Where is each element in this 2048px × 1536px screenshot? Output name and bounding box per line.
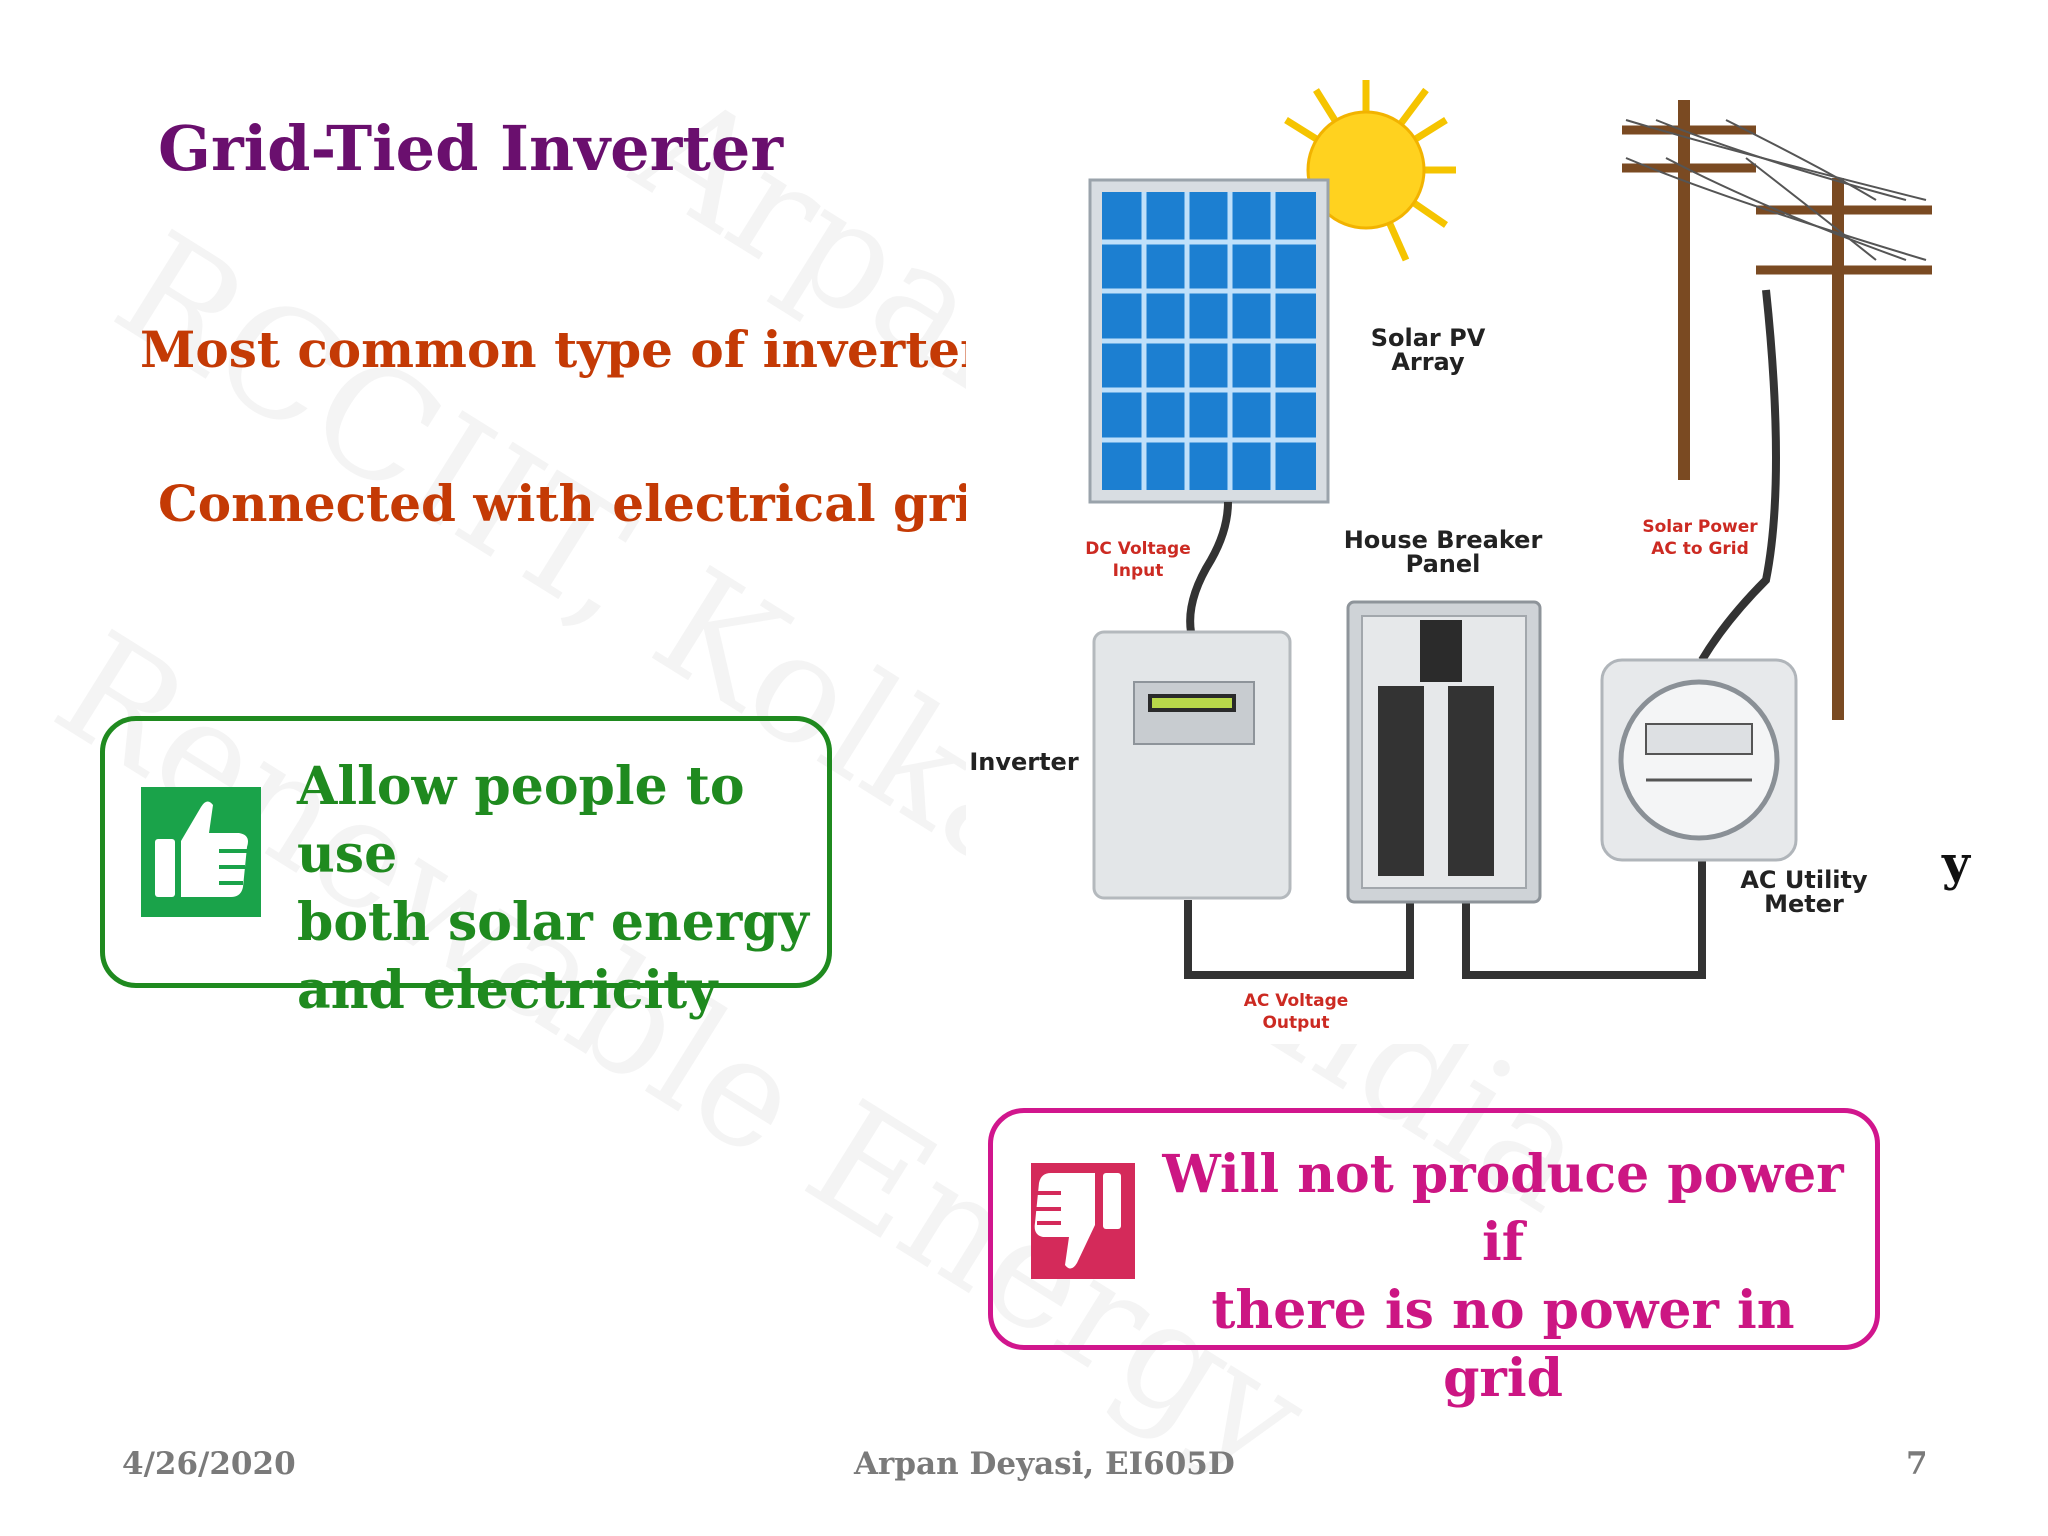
label-ac-voltage-output: AC Voltage — [1244, 991, 1349, 1011]
thumbs-up-icon — [141, 787, 261, 917]
label-house-breaker-panel-2: Panel — [1406, 550, 1481, 578]
label-ac-voltage-output-2: Output — [1262, 1013, 1329, 1033]
label-dc-voltage-input: DC Voltage — [1085, 539, 1191, 559]
footer-page-number: 7 — [1906, 1446, 1928, 1482]
label-ac-utility-meter-2: Meter — [1764, 890, 1844, 918]
stray-text: y — [1942, 836, 1970, 892]
label-solar-power-to-grid: Solar Power — [1642, 517, 1758, 537]
inverter-box — [1092, 630, 1292, 900]
label-solar-pv-array-2: Array — [1391, 348, 1465, 376]
wiring — [1184, 289, 1780, 979]
label-solar-power-to-grid-2: AC to Grid — [1651, 539, 1749, 559]
breaker-panel — [1346, 600, 1542, 904]
solar-panel — [1088, 178, 1330, 504]
label-inverter: Inverter — [969, 748, 1079, 776]
label-ac-utility-meter: AC Utility — [1740, 866, 1868, 894]
utility-poles — [1622, 100, 1932, 720]
footer-author: Arpan Deyasi, EI605D — [854, 1446, 1235, 1482]
bullet-common-type: Most common type of inverter — [140, 320, 987, 379]
slide-title: Grid-Tied Inverter — [158, 112, 784, 185]
label-solar-pv-array: Solar PV — [1371, 324, 1486, 352]
advantage-box: Allow people to use both solar energy an… — [100, 716, 832, 1021]
thumbs-down-icon — [1031, 1163, 1135, 1279]
label-dc-voltage-input-2: Input — [1113, 561, 1164, 581]
footer-date: 4/26/2020 — [122, 1446, 296, 1482]
advantage-text: Allow people to use both solar energy an… — [297, 753, 827, 1025]
disadvantage-line-1: Will not produce power if — [1162, 1144, 1844, 1273]
advantage-line-1: Allow people to use — [297, 756, 745, 885]
grid-tied-system-diagram: Solar PV Array House Breaker Panel Inver… — [966, 60, 1960, 1044]
label-house-breaker-panel: House Breaker — [1344, 526, 1543, 554]
advantage-line-2: both solar energy — [297, 892, 809, 953]
ac-utility-meter-device — [1600, 658, 1798, 862]
disadvantage-text: Will not produce power if there is no po… — [1153, 1141, 1853, 1413]
sun-icon — [1284, 80, 1456, 262]
disadvantage-line-2: there is no power in grid — [1211, 1280, 1795, 1409]
advantage-line-3: and electricity — [297, 960, 718, 1021]
bullet-connected-grid: Connected with electrical grid — [158, 474, 1009, 533]
disadvantage-box: Will not produce power if there is no po… — [988, 1108, 1880, 1409]
